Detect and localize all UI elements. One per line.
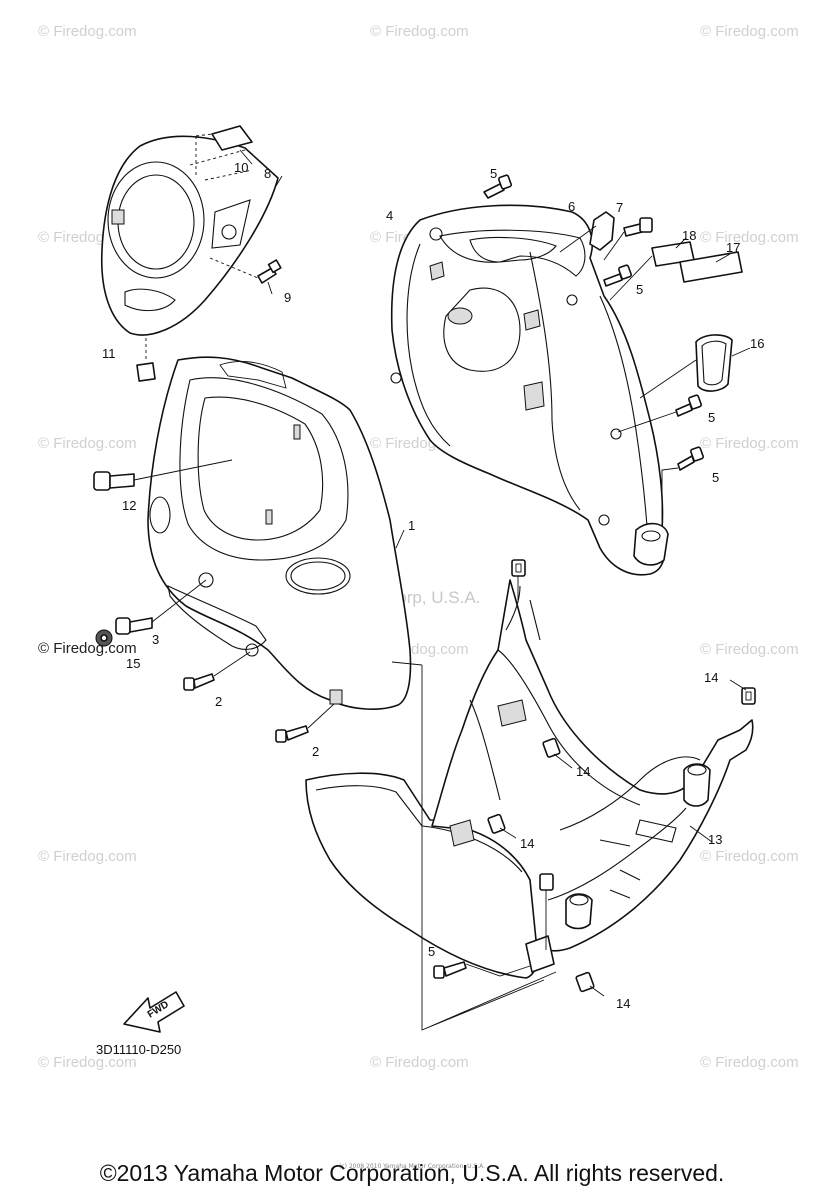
callout-5: 5 [490,166,497,181]
callout-18: 18 [682,228,696,243]
part-11-nut [136,362,156,382]
callout-leaders [239,149,751,997]
callout-14: 14 [704,670,718,685]
part-15-washer [95,629,113,647]
part-7-bolt [623,217,653,237]
callout-10: 10 [234,160,248,175]
callout-16: 16 [750,336,764,351]
guide-line [213,651,251,677]
part-5-screw [675,394,702,417]
part-14-clip [741,687,756,705]
callout-1: 1 [408,518,415,533]
watermark: © Firedog.com [700,1054,799,1071]
callout-17: 17 [726,240,740,255]
part-8-headlight-cover [100,135,279,336]
part-6-bracket [589,211,615,251]
watermark: © Firedog.com [38,848,137,865]
callout-14: 14 [520,836,534,851]
callout-9: 9 [284,290,291,305]
fwd-arrow-icon: FWD [123,991,185,1033]
watermark: © Firedog.com [700,229,799,246]
part-5-screw [677,446,704,471]
part-14-clip [539,873,554,891]
part-9-screw [257,259,282,284]
footer-fine-print: (c) 2008 2010 Yamaha Motor Corporation, … [338,1163,486,1170]
guide-line [307,703,335,729]
part-4-inner-leg-shield [390,204,669,576]
callout-11: 11 [102,346,116,361]
part-12-bolt [93,471,135,491]
part-14-clip [575,971,595,993]
watermark: © Firedog.com [700,848,799,865]
drawing-code: 3D11110-D250 [96,1042,182,1057]
watermark: © Firedog.com [38,23,137,40]
callout-12: 12 [122,498,136,513]
part-14-clip [542,737,561,758]
callout-13: 13 [708,832,722,847]
watermark: © Firedog.com [700,641,799,658]
watermark: © Firedog.com [370,1054,469,1071]
callout-15: 15 [126,656,140,671]
guide-line [151,579,207,623]
watermark: © Firedog.com [38,1054,137,1071]
watermark: © Firedog.com [370,23,469,40]
part-16-seal [695,334,733,392]
part-3-bolt [115,617,153,635]
callout-8: 8 [264,166,271,181]
callout-labels: 1 2 2 3 4 5 5 5 5 5 6 7 8 9 10 11 12 13 … [102,160,764,1011]
part-14-clip [511,559,526,577]
part-5-screw [603,264,632,287]
guide-line [209,257,259,279]
guide-line [133,459,233,481]
callout-2: 2 [215,694,222,709]
callout-7: 7 [616,200,623,215]
copyright-footer: ©2013 Yamaha Motor Corporation, U.S.A. A… [99,1160,725,1186]
guide-line [195,133,213,175]
watermark: © Firedog.com [38,435,137,452]
callout-5: 5 [428,944,435,959]
callout-6: 6 [568,199,575,214]
guide-line [465,963,531,977]
callout-5: 5 [636,282,643,297]
callout-5: 5 [712,470,719,485]
part-5-screw [483,174,512,199]
callout-3: 3 [152,632,159,647]
part-2-screw [183,673,215,691]
watermark: © Firedog.com [700,23,799,40]
guide-line [391,661,557,1031]
part-1-front-leg-shield [147,356,412,710]
part-10-pad [211,125,253,151]
part-2-screw [275,725,309,743]
watermark: © Firedog.com [38,640,137,657]
part-17-plate [679,251,743,283]
callout-14: 14 [576,764,590,779]
part-5-screw [433,961,467,979]
callout-4: 4 [386,208,393,223]
callout-5: 5 [708,410,715,425]
callout-2: 2 [312,744,319,759]
callout-14: 14 [616,996,630,1011]
guide-line [559,225,697,520]
watermark: © Firedog.com [700,435,799,452]
guide-line [517,576,547,950]
